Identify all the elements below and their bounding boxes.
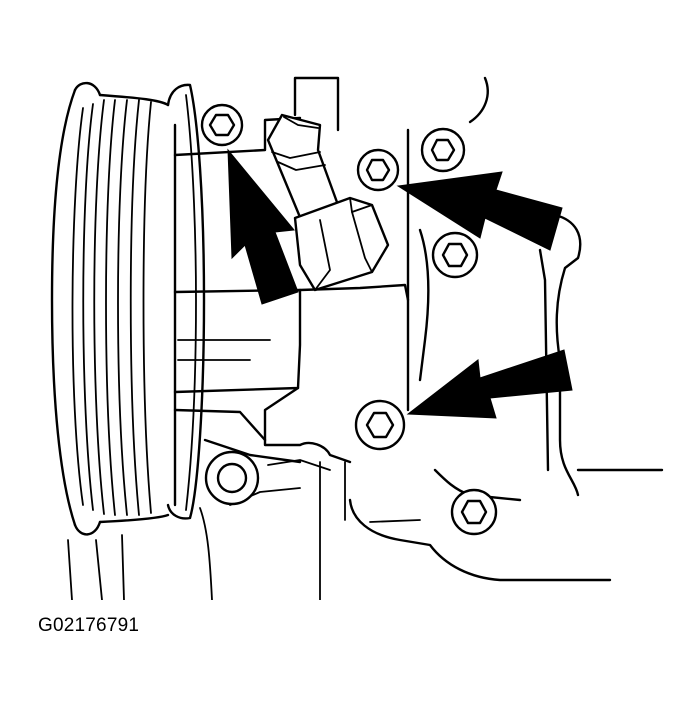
bolt-upper-left (202, 105, 242, 145)
bolt-upper-right (422, 129, 464, 171)
bolt-lower-left (206, 452, 258, 504)
bolt-middle-right (433, 233, 477, 277)
arrow-upper-left-bolt (228, 150, 298, 304)
bolt-lower-center (356, 401, 404, 449)
arrow-lower-center-bolt (408, 350, 572, 418)
arrow-upper-center-bolt (398, 172, 562, 250)
pump-body (175, 118, 408, 505)
pump-mounting-illustration (0, 0, 699, 600)
pulley (52, 83, 212, 600)
figure-caption: G02176791 (38, 615, 140, 636)
outlet-fitting (268, 115, 388, 290)
bolt-upper-center (358, 150, 398, 190)
mounting-bracket-outline (295, 78, 662, 600)
bolt-lower-right (452, 490, 496, 534)
